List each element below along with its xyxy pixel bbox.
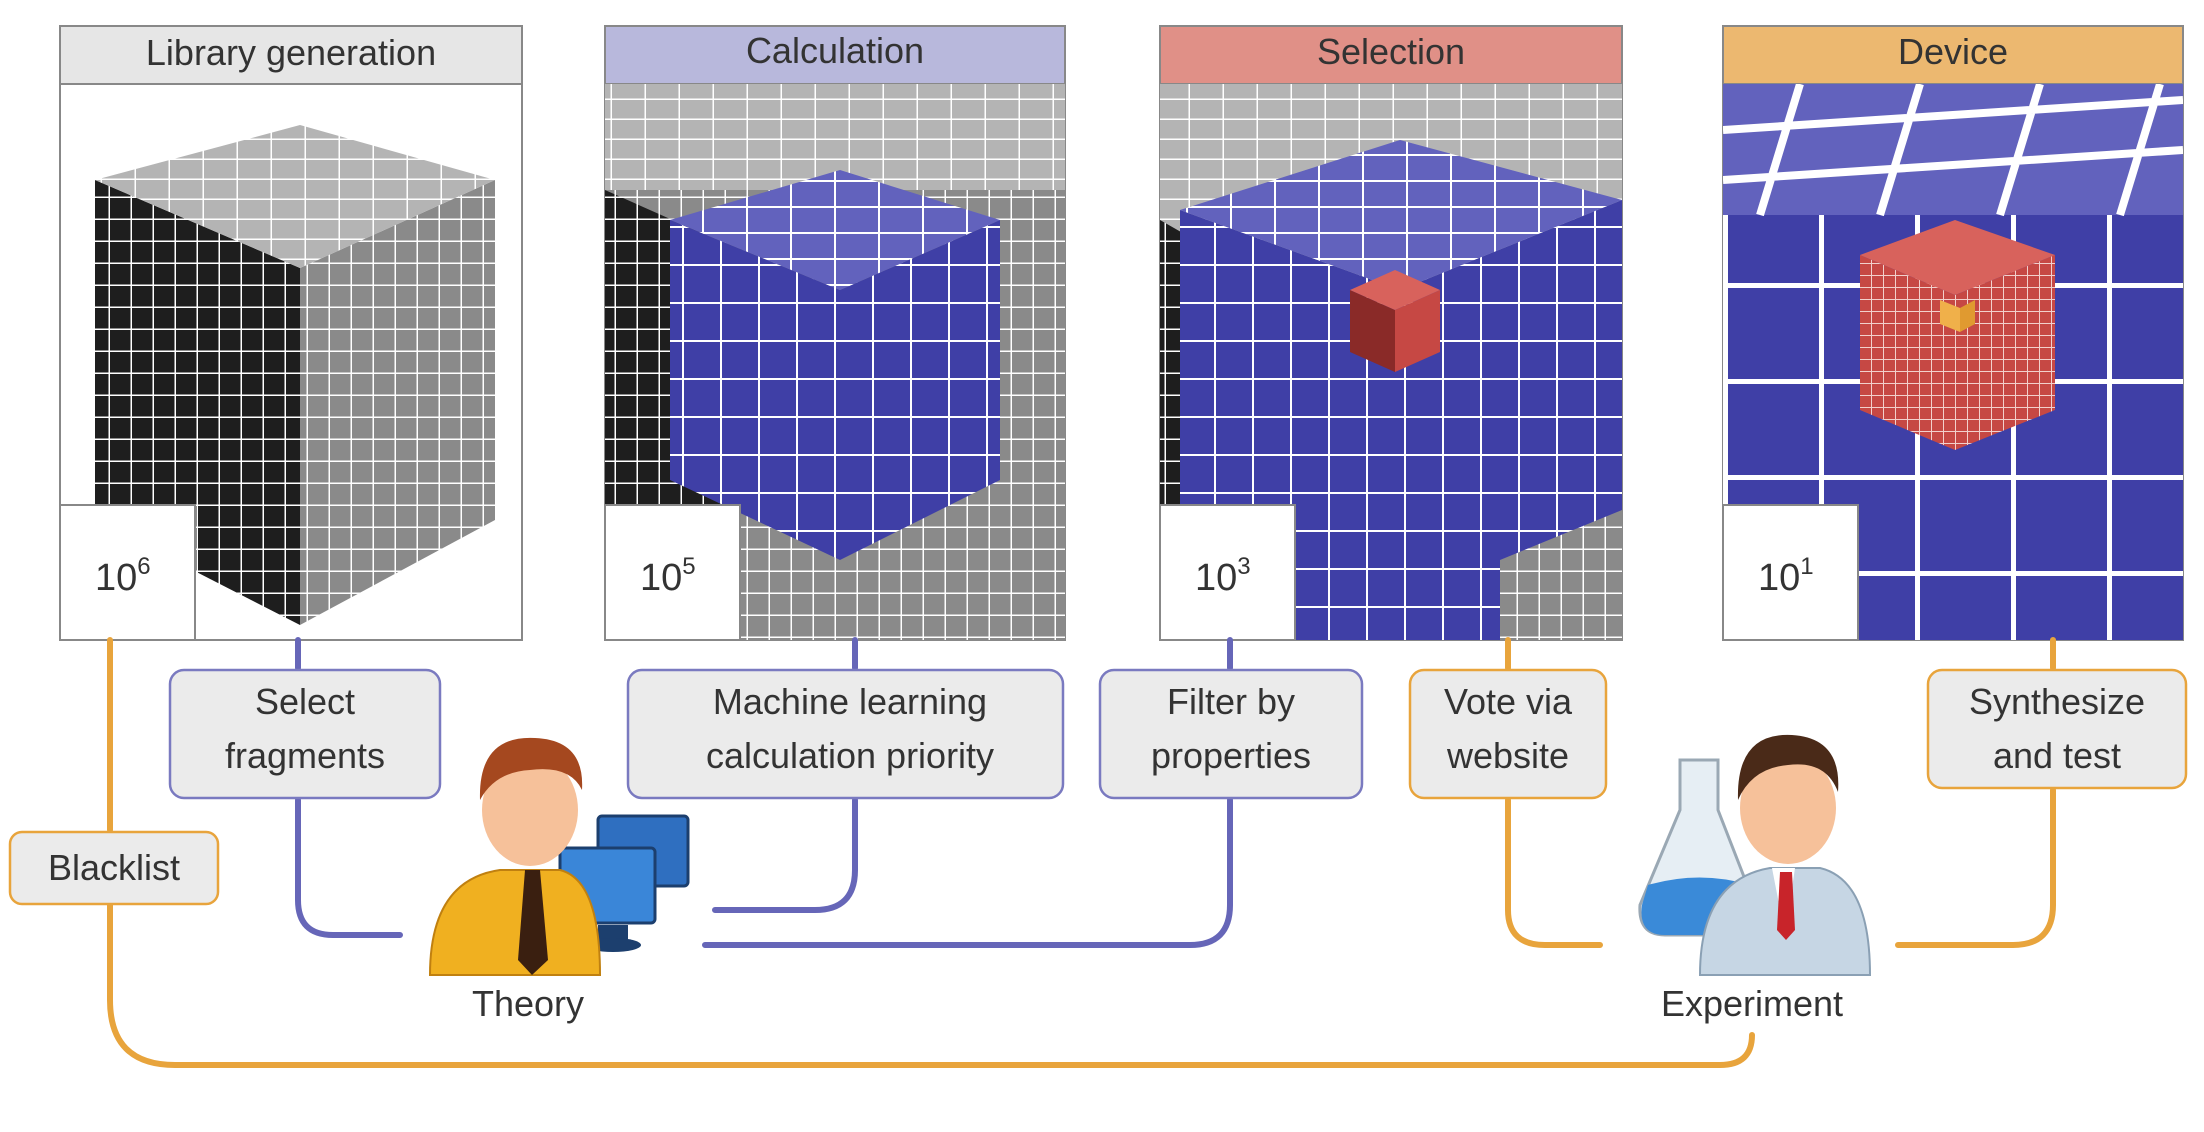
experiment-label: Experiment xyxy=(1661,983,1843,1024)
header-selection xyxy=(1159,25,1623,85)
count-calculation: 105 xyxy=(640,553,696,599)
panel-calculation: Calculation 105 xyxy=(604,25,1066,641)
stage-title-selection: Selection xyxy=(1317,31,1465,72)
count-box-device xyxy=(1722,504,1859,641)
synthesize-line1: Synthesize xyxy=(1969,681,2145,722)
experiment-person-icon xyxy=(1638,734,1872,976)
step-machine-learning: Machine learning calculation priority xyxy=(626,668,1065,800)
header-device xyxy=(1722,25,2184,85)
line-select-to-theory xyxy=(295,797,403,938)
panel-device: Device 101 xyxy=(1722,25,2184,641)
select-fragments-line2: fragments xyxy=(225,735,385,776)
machine-learning-line2: calculation priority xyxy=(706,735,994,776)
vote-line2: website xyxy=(1446,735,1569,776)
line-blacklist-to-experiment xyxy=(107,902,1755,1068)
panel-library-generation: Library generation 106 xyxy=(59,25,523,641)
count-library: 106 xyxy=(95,553,151,599)
count-selection: 103 xyxy=(1195,553,1251,599)
step-filter-by-properties: Filter by properties xyxy=(1098,668,1364,800)
theory-label: Theory xyxy=(472,983,584,1024)
line-synthesize-to-experiment xyxy=(1895,787,2056,948)
theory-person-icon xyxy=(428,737,690,976)
count-box-selection xyxy=(1159,504,1296,641)
line-ml-to-theory xyxy=(712,797,858,913)
header-library-generation xyxy=(59,25,523,85)
step-vote-via-website: Vote via website xyxy=(1408,668,1608,800)
stage-title-device: Device xyxy=(1898,31,2008,72)
count-device: 101 xyxy=(1758,553,1814,599)
synthesize-line2: and test xyxy=(1993,735,2121,776)
selected-red-cube xyxy=(1350,270,1440,372)
stage-title-library-generation: Library generation xyxy=(146,32,436,73)
step-blacklist: Blacklist xyxy=(8,830,220,906)
cube-calculation xyxy=(605,84,1065,640)
count-box-library xyxy=(59,504,196,641)
connectors xyxy=(107,637,2056,1068)
device-red-cube xyxy=(1860,220,2055,450)
blacklist-label: Blacklist xyxy=(48,847,180,888)
panel-selection: Selection 103 xyxy=(1159,25,1623,641)
filter-line1: Filter by xyxy=(1167,681,1295,722)
count-box-calculation xyxy=(604,504,741,641)
machine-learning-line1: Machine learning xyxy=(713,681,987,722)
select-fragments-line1: Select xyxy=(255,681,355,722)
step-synthesize-and-test: Synthesize and test xyxy=(1926,668,2188,790)
line-filter-to-theory xyxy=(702,797,1233,948)
line-vote-to-experiment xyxy=(1505,797,1603,948)
vote-line1: Vote via xyxy=(1444,681,1573,722)
filter-line2: properties xyxy=(1151,735,1311,776)
stage-title-calculation: Calculation xyxy=(746,30,924,71)
step-select-fragments: Select fragments xyxy=(168,668,442,800)
